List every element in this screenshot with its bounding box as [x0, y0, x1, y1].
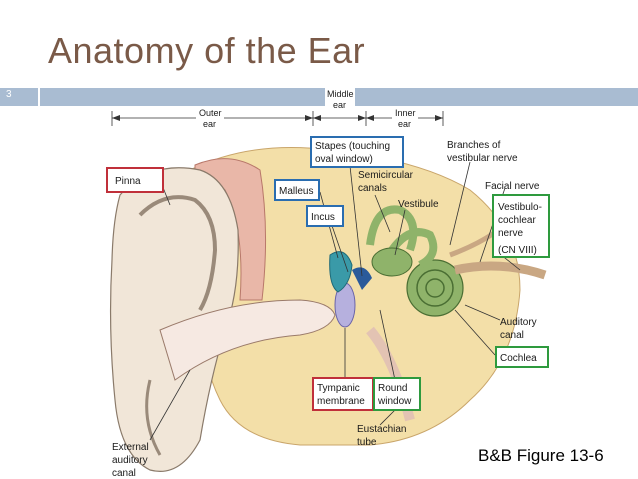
incus-box: [306, 205, 344, 227]
cochlea-box: [495, 346, 549, 368]
vestibulocochlear-label-2: cochlear: [498, 215, 536, 226]
middle-ear-label-2: ear: [333, 100, 346, 110]
malleus-label: Malleus: [279, 186, 313, 197]
malleus-box: [274, 179, 320, 201]
figure-caption: B&B Figure 13-6: [478, 446, 604, 465]
region-arrowheads: [112, 115, 443, 121]
ear-illustration: [109, 147, 547, 472]
auditory-canal-label-2: canal: [500, 330, 524, 341]
slide-title: Anatomy of the Ear: [48, 30, 366, 71]
tympanic-box: [312, 377, 374, 411]
vestibule-label: Vestibule: [398, 199, 439, 210]
vestibulocochlear-label-3: nerve: [498, 228, 523, 239]
inner-ear-label-1: Inner: [395, 108, 416, 118]
stapes-label-2: oval window): [315, 154, 373, 165]
branches-label-2: vestibular nerve: [447, 153, 518, 164]
slide-number-box: 3: [0, 88, 38, 106]
facial-nerve-label: Facial nerve: [485, 181, 540, 192]
semicircular-label-1: Semicircular: [358, 170, 414, 181]
tympanic-label-2: membrane: [317, 396, 365, 407]
middle-ear-label-1: Middle: [327, 89, 354, 99]
tympanic-label-1: Tympanic: [317, 383, 360, 394]
round-window-label-2: window: [377, 396, 412, 407]
pinna-label: Pinna: [115, 176, 141, 187]
slide-number: 3: [6, 89, 12, 100]
branches-label-1: Branches of: [447, 140, 501, 151]
outer-ear-label-2: ear: [203, 119, 216, 129]
eustachian-label-1: Eustachian: [357, 424, 406, 435]
region-brackets: [111, 111, 444, 126]
stapes-box: [310, 136, 404, 168]
cochlea-label: Cochlea: [500, 353, 537, 364]
cn8-label: (CN VIII): [498, 245, 537, 256]
external-canal-label-3: canal: [112, 468, 136, 479]
inner-ear-label-2: ear: [398, 119, 411, 129]
incus-label: Incus: [311, 212, 335, 223]
stapes-label-1: Stapes (touching: [315, 141, 390, 152]
leader-lines: [149, 161, 521, 441]
external-canal-label-1: External: [112, 442, 149, 453]
auditory-canal-label-1: Auditory: [500, 317, 537, 328]
pinna-box: [106, 167, 164, 193]
semicircular-label-2: canals: [358, 183, 387, 194]
round-window-label-1: Round: [378, 383, 407, 394]
vestibulocochlear-label-1: Vestibulo-: [498, 202, 542, 213]
external-canal-label-2: auditory: [112, 455, 148, 466]
eustachian-label-2: tube: [357, 437, 377, 448]
round-window-box: [373, 377, 421, 411]
vestibulocochlear-box: [492, 194, 550, 258]
outer-ear-label-1: Outer: [199, 108, 222, 118]
